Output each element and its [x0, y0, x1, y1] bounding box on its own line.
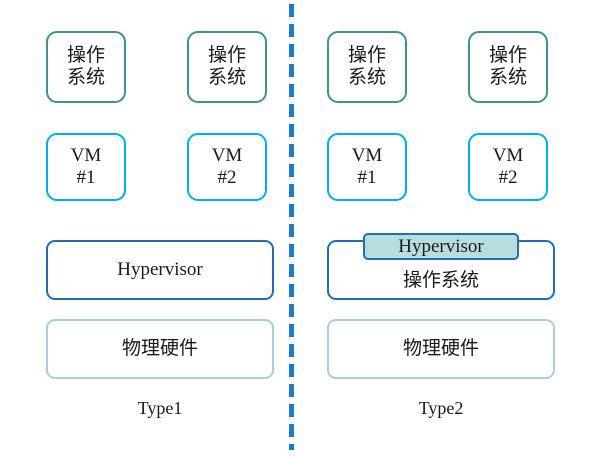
- type2-os-box-1: 操作 系统: [327, 31, 407, 103]
- type1-os-box-1: 操作 系统: [46, 31, 126, 103]
- type2-caption: Type2: [418, 398, 464, 418]
- type2-hardware-box: 物理硬件: [327, 319, 555, 379]
- type1-vm-box-1: VM #1: [46, 133, 126, 201]
- type1-hardware-box: 物理硬件: [46, 319, 274, 379]
- type1-os-box-2: 操作 系统: [187, 31, 267, 103]
- type2-host-os-box: Hypervisor 操作系统: [327, 233, 555, 300]
- type1-hypervisor-box: Hypervisor: [46, 240, 274, 300]
- type2-vm-box-2: VM #2: [468, 133, 548, 201]
- type1-vm-box-2: VM #2: [187, 133, 267, 201]
- type2-os-box-2: 操作 系统: [468, 31, 548, 103]
- type1-caption: Type1: [137, 398, 183, 418]
- panel-divider-dashed-line: [289, 4, 294, 450]
- type2-hypervisor-badge: Hypervisor: [363, 233, 519, 260]
- type2-host-os-label: 操作系统: [402, 270, 479, 292]
- type2-vm-box-1: VM #1: [327, 133, 407, 201]
